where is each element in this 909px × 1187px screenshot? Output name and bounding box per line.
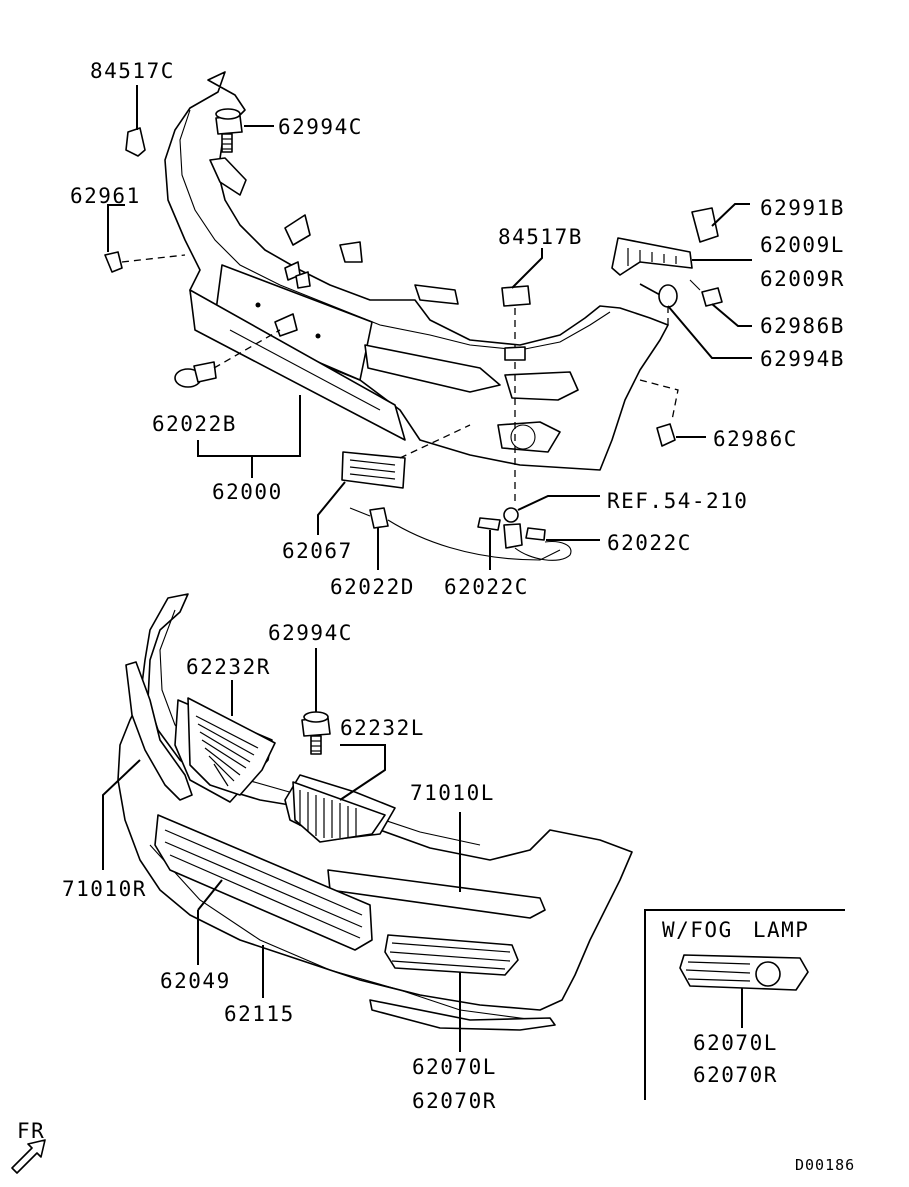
- clip-84517C-part: [125, 85, 146, 157]
- label-62986B: 62986B: [760, 314, 845, 338]
- bolt-62994C-lower-part: [301, 648, 331, 755]
- label-62009L: 62009L: [760, 233, 845, 257]
- label-62986C: 62986C: [713, 427, 798, 451]
- label-62070R-inset: 62070R: [693, 1063, 778, 1087]
- label-62115: 62115: [224, 1002, 295, 1026]
- part-number-labels: 84517C 62994C 62961 84517B 62991B 62009L…: [17, 59, 855, 1174]
- label-62961: 62961: [70, 184, 141, 208]
- plate-62067-part: [317, 424, 471, 535]
- front-direction-arrow: [11, 1139, 46, 1174]
- label-62994C-lower: 62994C: [268, 621, 353, 645]
- bracket-62009-part: [611, 237, 752, 276]
- drawing-code: D00186: [795, 1156, 855, 1174]
- clip-62022B-part: [174, 329, 281, 388]
- clip-62961-part: [104, 204, 186, 273]
- direction-label: FR: [17, 1119, 45, 1143]
- label-62991B: 62991B: [760, 196, 845, 220]
- label-62000: 62000: [212, 480, 283, 504]
- leader-71010R: [102, 759, 141, 870]
- bolt-62994C-top-part: [215, 108, 274, 153]
- label-62049: 62049: [160, 969, 231, 993]
- leader-62000: [197, 395, 301, 457]
- label-62070L-inset: 62070L: [693, 1031, 778, 1055]
- fog-lamp-harness-part: [477, 495, 600, 570]
- label-84517C: 84517C: [90, 59, 175, 83]
- label-62022C-bottom: 62022C: [444, 575, 529, 599]
- label-62994C-top: 62994C: [278, 115, 363, 139]
- front-bumper-face: [164, 71, 669, 471]
- label-REF-54-210: REF.54-210: [607, 489, 748, 513]
- clip-62986B-part: [689, 279, 752, 327]
- label-62009R: 62009R: [760, 267, 845, 291]
- bolt-62994B-part: [639, 283, 752, 359]
- fog-cover-62070-part: [384, 934, 519, 1052]
- inset-title: W/FOG LAMP: [662, 918, 809, 942]
- clip-62991B-part: [691, 203, 750, 243]
- fog-lamp-inset: [644, 909, 845, 1100]
- label-62070L-main: 62070L: [412, 1055, 497, 1079]
- cap-84517B-part: [501, 248, 543, 505]
- grille-62232R-part: [187, 680, 276, 796]
- label-62022D: 62022D: [330, 575, 415, 599]
- label-62022B: 62022B: [152, 412, 237, 436]
- label-62994B: 62994B: [760, 347, 845, 371]
- clip-62986C-part: [639, 379, 706, 447]
- label-84517B: 84517B: [498, 225, 583, 249]
- clip-62022D-part: [349, 507, 561, 570]
- label-62070R-main: 62070R: [412, 1089, 497, 1113]
- label-62232R: 62232R: [186, 655, 271, 679]
- grille-62232L-part: [292, 744, 386, 843]
- label-62022C-right: 62022C: [607, 531, 692, 555]
- label-71010L: 71010L: [410, 781, 495, 805]
- label-62232L: 62232L: [340, 716, 425, 740]
- label-62067: 62067: [282, 539, 353, 563]
- grille-62049-part: [154, 814, 373, 965]
- label-71010R: 71010R: [62, 877, 147, 901]
